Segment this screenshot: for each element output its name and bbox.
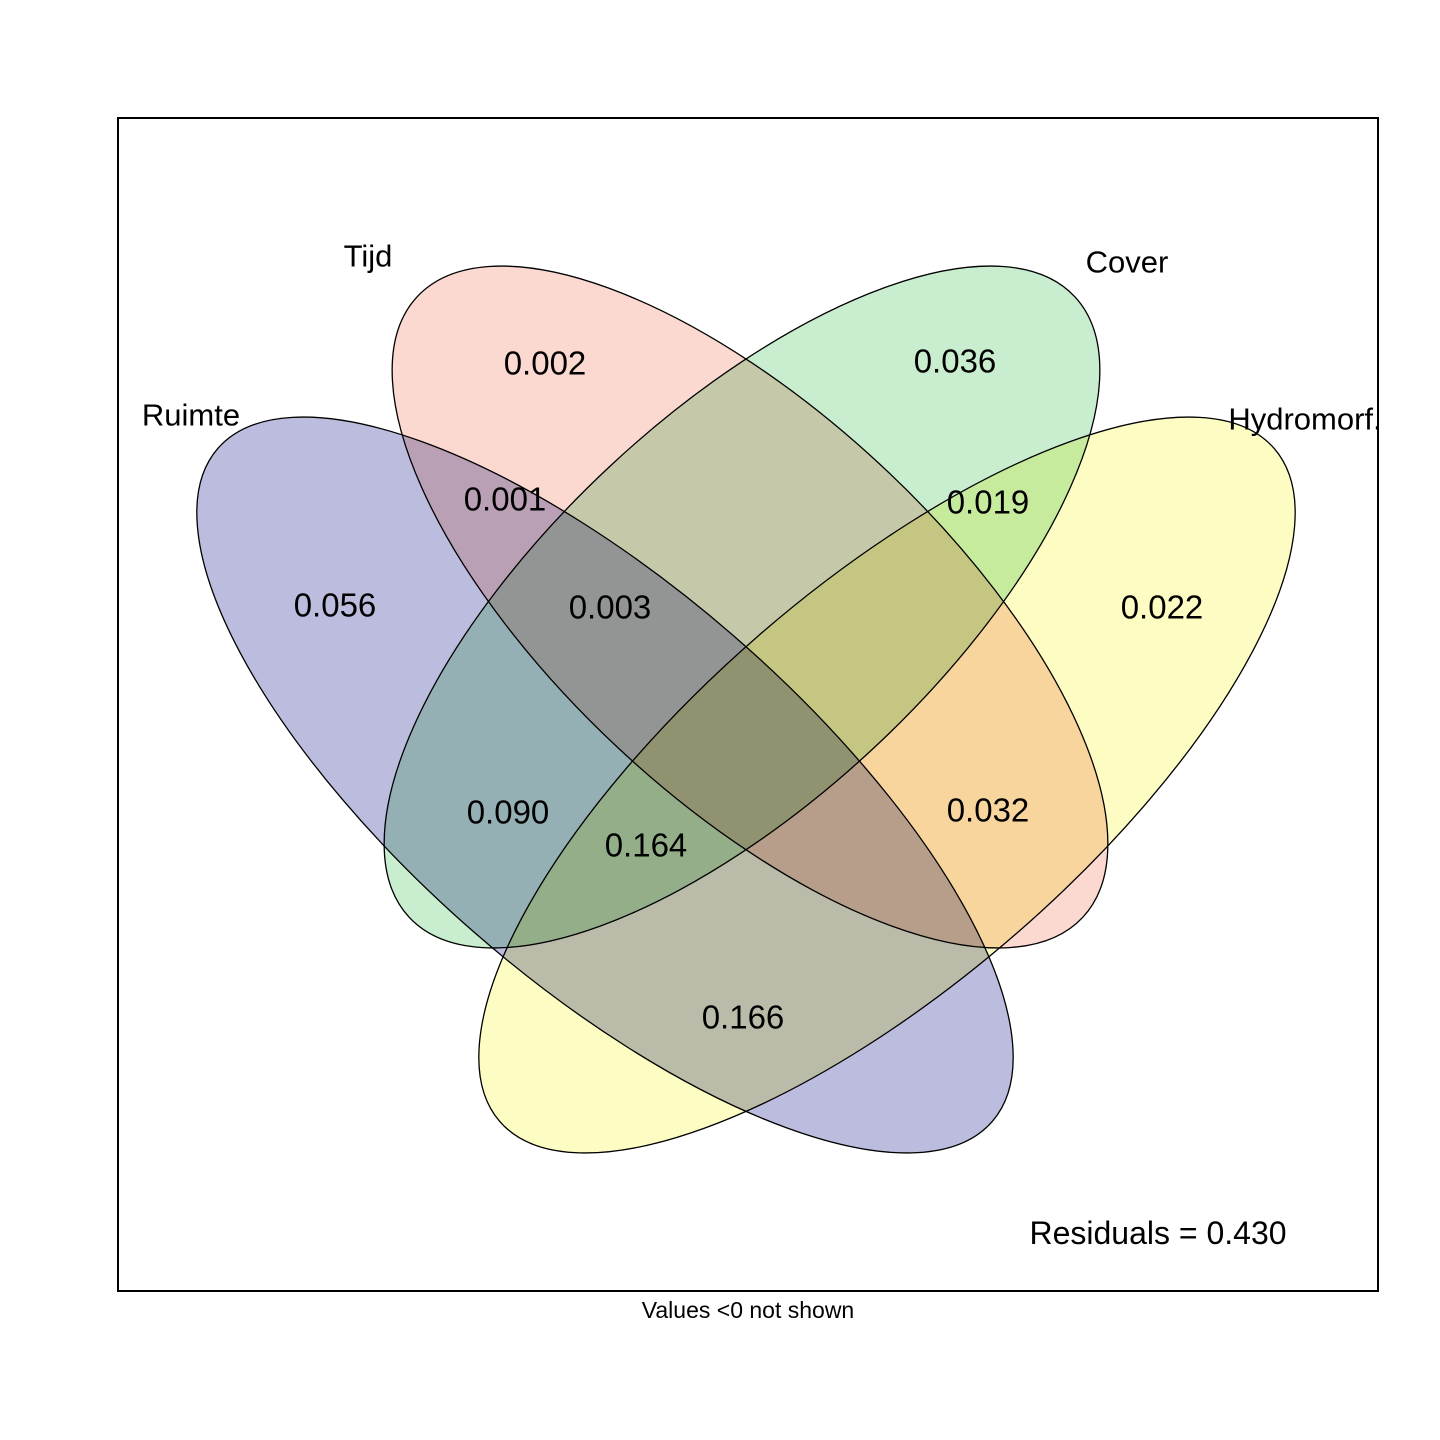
region-value-ruimte-hydromorf: 0.166 [702,999,785,1036]
footnote-caption: Values <0 not shown [642,1297,854,1323]
region-value-ruimte-cover-hydromorf: 0.164 [605,827,688,864]
residuals-annotation: Residuals = 0.430 [1029,1215,1286,1251]
set-label-tijd: Tijd [344,239,393,274]
region-value-cover-hydromorf: 0.019 [947,484,1030,521]
region-value-tijd-ruimte: 0.001 [464,481,547,518]
region-value-ruimte-cover: 0.090 [467,794,550,831]
region-value-tijd-hydromorf: 0.032 [947,792,1030,829]
region-value-cover-only: 0.036 [914,343,997,380]
region-value-tijd-ruimte-cover: 0.003 [569,589,652,626]
set-label-cover: Cover [1086,245,1169,280]
set-label-ruimte: Ruimte [142,398,240,433]
venn-ellipses [196,265,1296,1154]
region-value-tijd-only: 0.002 [504,345,587,382]
region-value-hydromorf-only: 0.022 [1121,589,1204,626]
plot-border [117,117,1379,1292]
region-value-ruimte-only: 0.056 [294,587,377,624]
set-label-hydromorf: Hydromorf. [1228,402,1381,437]
hydromorf-ellipse [478,416,1296,1154]
